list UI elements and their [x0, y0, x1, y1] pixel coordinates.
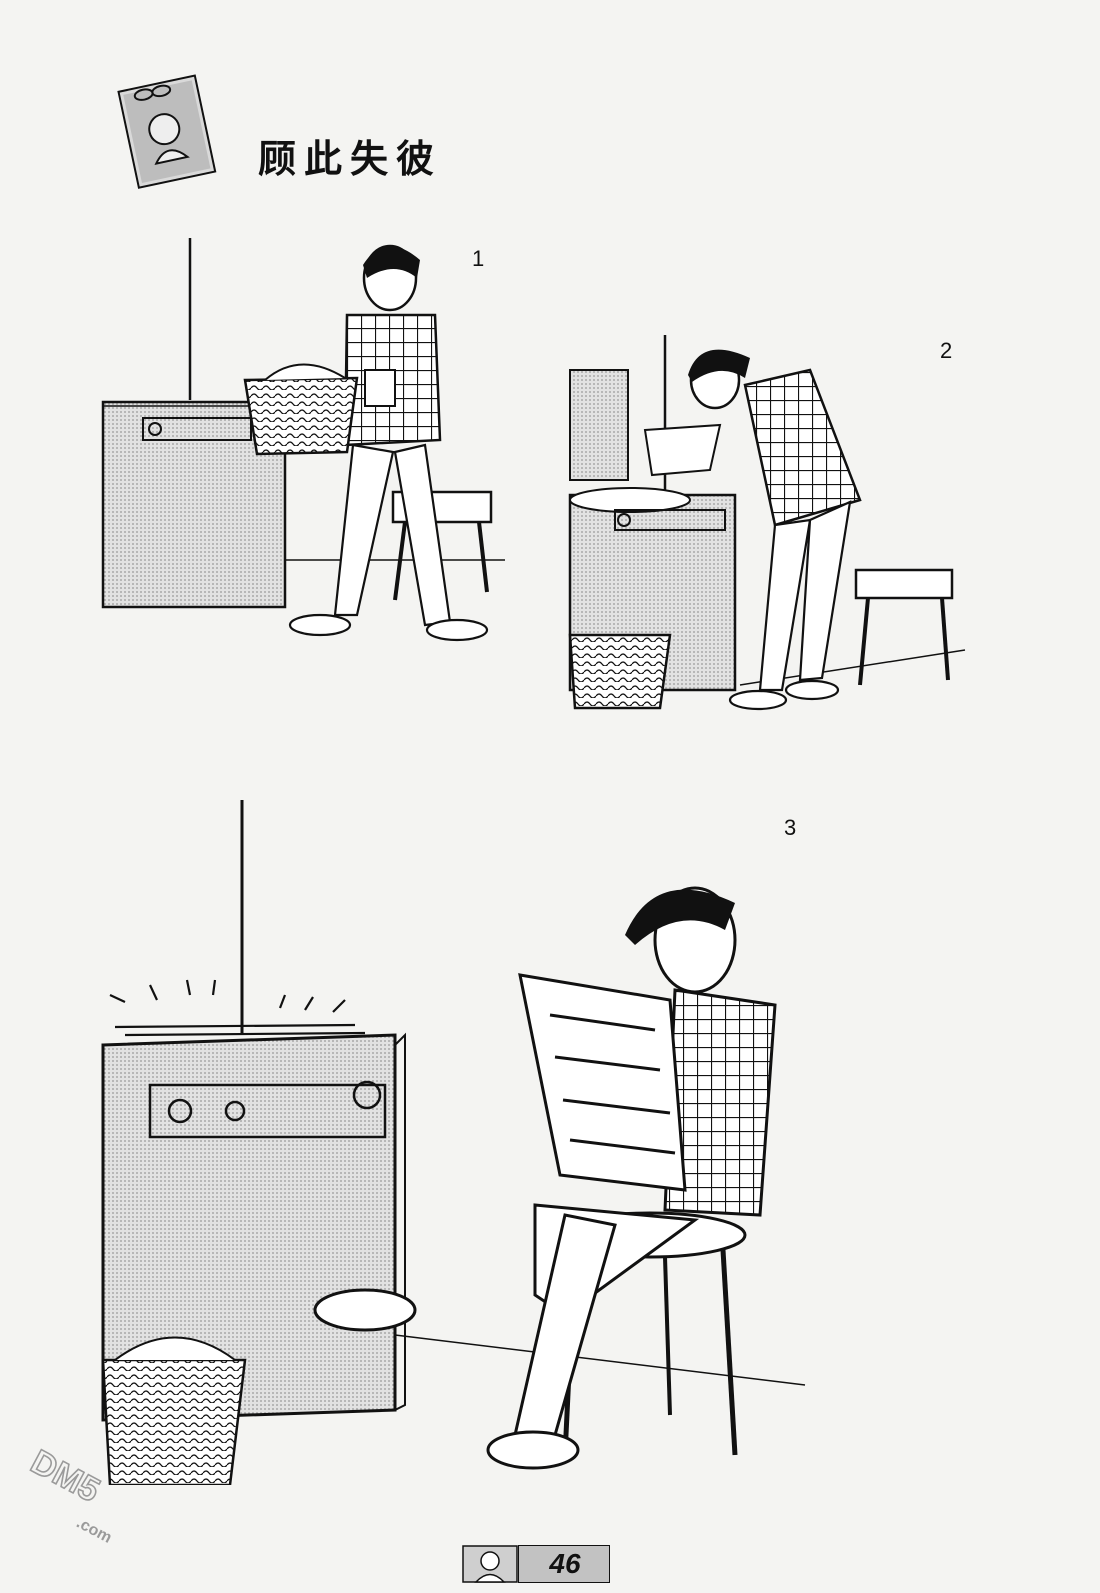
laundry-basket: [243, 376, 359, 456]
svg-text:.com: .com: [73, 1514, 114, 1547]
page-title: 顾此失彼: [258, 137, 443, 181]
page-number: 46: [549, 1548, 581, 1579]
svg-text:DM5: DM5: [25, 1445, 106, 1510]
watermark-logo: DM5 .com: [24, 1445, 115, 1547]
header-sticker-icon: [117, 74, 217, 189]
footer-portrait-icon: [462, 1545, 518, 1583]
panel-3-number: 3: [784, 815, 797, 840]
page-number-box: [518, 1545, 610, 1583]
newspaper: [518, 973, 687, 1192]
panel-3-illustration: [101, 800, 806, 1485]
panel-1-illustration: [101, 238, 505, 642]
panel-1-number: 1: [472, 246, 485, 271]
panel-2-number: 2: [940, 338, 953, 363]
panel-2-illustration: [568, 335, 966, 711]
